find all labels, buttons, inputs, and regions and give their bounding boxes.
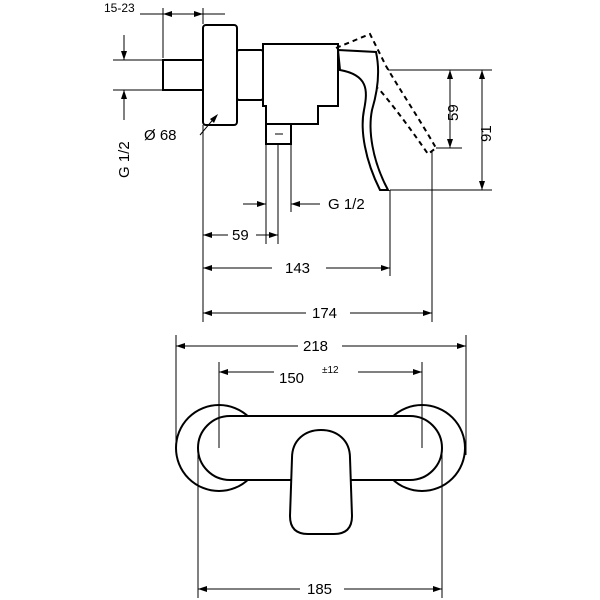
rosette-disc (202, 24, 238, 126)
dim-inlet-outlet-59: 59 (232, 227, 249, 244)
dim-thread-vertical: G 1/2 (116, 141, 133, 178)
dim-total-height-91: 91 (478, 125, 495, 142)
dim-wall-distance: 15-23 (104, 1, 135, 15)
dim-handle-projection-174: 174 (312, 305, 337, 322)
handle-dashed (335, 32, 438, 156)
dim-overall-width-218: 218 (303, 338, 328, 355)
mixer-body (262, 43, 339, 125)
handle-front (288, 428, 354, 535)
dim-outlet-projection-143: 143 (285, 260, 310, 277)
dim-body-width-185: 185 (307, 581, 332, 598)
dim-rosette-diameter: Ø 68 (144, 127, 177, 144)
side-view: 15-23 G 1/2 Ø 68 59 91 G 1/2 (104, 1, 495, 322)
handle-solid (336, 48, 390, 191)
hex-nut (236, 49, 264, 101)
dim-centers-150: 150 (279, 370, 304, 387)
dim-thread-bottom: G 1/2 (328, 196, 365, 213)
front-view: 218 150 ±12 185 (175, 335, 467, 598)
dim-centers-tolerance: ±12 (322, 365, 339, 376)
dim-handle-59: 59 (445, 104, 462, 121)
inlet-pipe (162, 59, 204, 91)
